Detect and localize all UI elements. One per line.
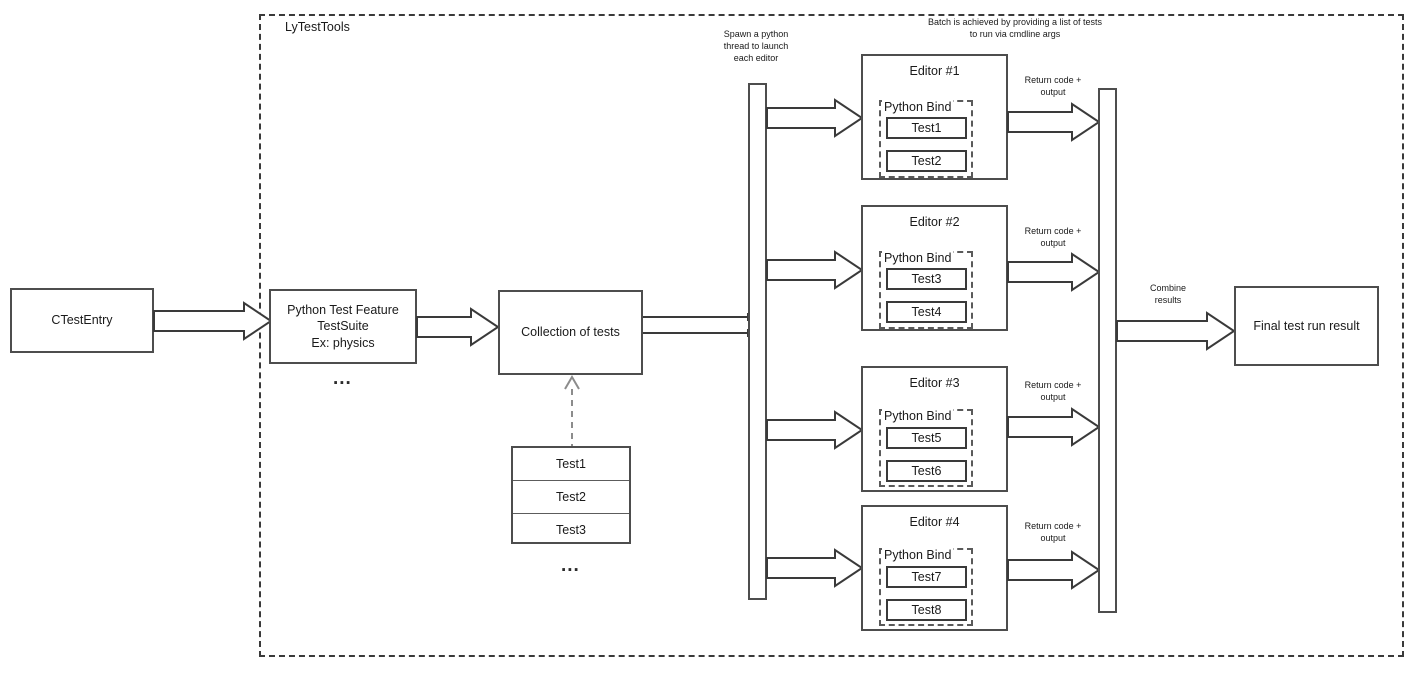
test-box-4-1: Test7 [886, 566, 967, 588]
test-box-1-1: Test1 [886, 117, 967, 139]
arrow-editor-4-to-collectbar [1007, 550, 1101, 590]
arrow-editor-3-to-collectbar [1007, 407, 1101, 447]
editor-title-4: Editor #4 [909, 515, 960, 529]
python-bind-label-2: Python Bind [882, 251, 954, 265]
annotation-batch: Batch is achieved by providing a list of… [927, 17, 1103, 40]
editor-title-3: Editor #3 [909, 376, 960, 390]
spawn-thread-bar [748, 83, 767, 600]
return-code-label-1: Return code + output [1024, 75, 1082, 98]
final-result-box: Final test run result [1234, 286, 1379, 366]
collection-of-tests-label: Collection of tests [521, 325, 620, 340]
arrow-feature-to-collection [416, 307, 500, 347]
arrow-editor-1-to-collectbar [1007, 102, 1101, 142]
list-item: Test2 [513, 481, 629, 514]
python-test-feature-box: Python Test Feature TestSuite Ex: physic… [269, 289, 417, 364]
test-stack-ellipsis: ... [561, 555, 580, 576]
editor-title-1: Editor #1 [909, 64, 960, 78]
ctestentry-label: CTestEntry [51, 313, 113, 328]
python-bind-label-1: Python Bind [882, 100, 954, 114]
editor-title-2: Editor #2 [909, 215, 960, 229]
collection-of-tests-box: Collection of tests [498, 290, 643, 375]
test-stack-list: Test1 Test2 Test3 [511, 446, 631, 544]
combine-results-bar [1098, 88, 1117, 613]
python-test-feature-label: Python Test Feature TestSuite Ex: physic… [287, 302, 399, 350]
arrow-spawn-to-editor-1 [766, 98, 864, 138]
test-box-2-1: Test3 [886, 268, 967, 290]
test-box-4-2: Test8 [886, 599, 967, 621]
arrow-teststack-to-collection [564, 375, 580, 450]
arrow-editor-2-to-collectbar [1007, 252, 1101, 292]
python-bind-label-4: Python Bind [882, 548, 954, 562]
arrow-spawn-to-editor-4 [766, 548, 864, 588]
arrow-entry-to-feature [153, 301, 273, 341]
return-code-label-2: Return code + output [1024, 226, 1082, 249]
python-bind-label-3: Python Bind [882, 409, 954, 423]
test-box-2-2: Test4 [886, 301, 967, 323]
arrow-spawn-to-editor-2 [766, 250, 864, 290]
test-box-1-2: Test2 [886, 150, 967, 172]
connector-collection-to-spawnbar [643, 313, 749, 337]
ctestentry-box: CTestEntry [10, 288, 154, 353]
return-code-label-3: Return code + output [1024, 380, 1082, 403]
feature-box-ellipsis: ... [333, 368, 352, 389]
test-box-3-2: Test6 [886, 460, 967, 482]
annotation-combine-results: Combine results [1149, 283, 1187, 306]
arrow-spawn-to-editor-3 [766, 410, 864, 450]
arrow-collectbar-to-final [1116, 311, 1236, 351]
final-result-label: Final test run result [1253, 318, 1360, 333]
annotation-spawn-thread: Spawn a python thread to launch each edi… [723, 29, 789, 64]
lytesttools-container-label: LyTestTools [285, 20, 350, 34]
return-code-label-4: Return code + output [1024, 521, 1082, 544]
list-item: Test3 [556, 523, 586, 537]
test-box-3-1: Test5 [886, 427, 967, 449]
list-item: Test1 [513, 448, 629, 481]
lytesttools-container [259, 14, 1404, 657]
